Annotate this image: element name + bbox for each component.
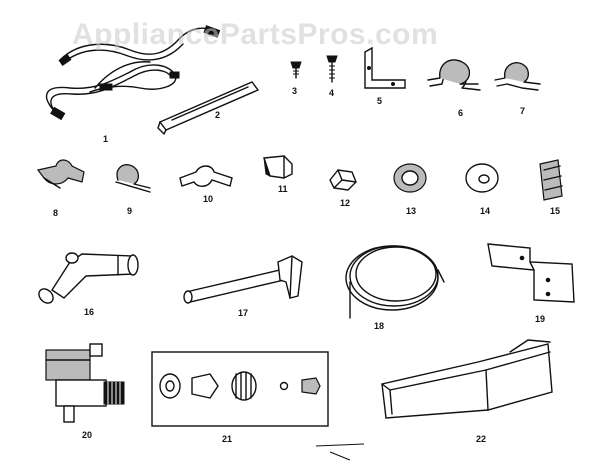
part-19-mounting-bracket <box>487 243 575 303</box>
part-3-screw <box>290 61 302 79</box>
stray-line <box>315 443 365 461</box>
part-17-tube <box>183 255 303 304</box>
part-label-4: 4 <box>329 88 334 98</box>
part-9-clip <box>115 164 151 193</box>
part-label-10: 10 <box>203 194 213 204</box>
part-label-3: 3 <box>292 86 297 96</box>
part-21-fitting-kit <box>151 351 329 427</box>
part-6-clamp <box>427 59 481 91</box>
part-label-16: 16 <box>84 307 94 317</box>
part-8-clip <box>36 159 85 189</box>
part-label-13: 13 <box>406 206 416 216</box>
part-label-22: 22 <box>476 434 486 444</box>
part-label-21: 21 <box>222 434 232 444</box>
part-label-19: 19 <box>535 314 545 324</box>
part-18-coiled-tubing <box>345 245 445 319</box>
part-label-14: 14 <box>480 206 490 216</box>
part-10-clip <box>179 165 233 187</box>
part-label-11: 11 <box>278 184 288 194</box>
part-4-long-screw <box>326 55 338 83</box>
part-12-connector <box>329 169 357 191</box>
part-16-elbow-hose <box>38 252 139 304</box>
part-label-17: 17 <box>238 308 248 318</box>
part-label-6: 6 <box>458 108 463 118</box>
part-label-2: 2 <box>215 110 220 120</box>
part-label-7: 7 <box>520 106 525 116</box>
part-2-trim-strip <box>157 81 260 135</box>
part-label-9: 9 <box>127 206 132 216</box>
part-11-bent-tab <box>263 155 293 179</box>
part-20-water-valve <box>45 343 125 423</box>
part-label-5: 5 <box>377 96 382 106</box>
part-15-block <box>539 159 563 201</box>
part-label-15: 15 <box>550 206 560 216</box>
part-1-wire-harness <box>45 25 221 121</box>
part-14-washer <box>465 163 499 193</box>
part-label-12: 12 <box>340 198 350 208</box>
part-7-clamp <box>494 62 541 91</box>
part-label-18: 18 <box>374 321 384 331</box>
part-label-20: 20 <box>82 430 92 440</box>
part-13-grommet <box>393 163 427 193</box>
part-label-1: 1 <box>103 134 108 144</box>
part-5-l-bracket <box>364 46 406 89</box>
part-label-8: 8 <box>53 208 58 218</box>
part-22-ice-bucket <box>381 339 553 419</box>
